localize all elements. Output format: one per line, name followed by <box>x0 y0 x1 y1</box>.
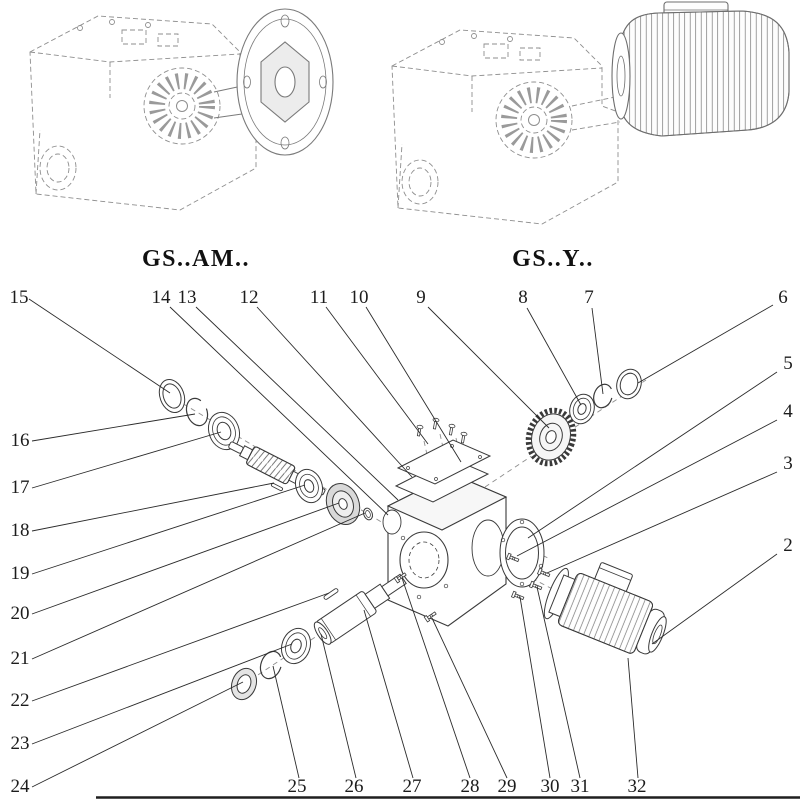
gearbox-am-rib-boss <box>149 73 215 139</box>
part-gear-9 <box>525 407 577 467</box>
part-gear-disk-20 <box>325 483 361 525</box>
part-seal-24 <box>230 667 258 701</box>
model-label-y: GS..Y.. <box>512 246 594 272</box>
callout-22: 22 <box>11 690 30 711</box>
callout-9: 9 <box>416 287 426 308</box>
callout-2: 2 <box>783 535 793 556</box>
callout-17: 17 <box>11 477 30 498</box>
motor-exploded <box>543 562 667 655</box>
callout-10: 10 <box>350 287 369 308</box>
part-bearing-17 <box>207 411 241 451</box>
gearbox-y-drawing <box>391 29 621 225</box>
part-output-shaft <box>313 573 407 645</box>
callout-29: 29 <box>498 776 517 797</box>
callout-5: 5 <box>783 353 793 374</box>
motor-front-flange <box>611 32 631 120</box>
gearbox-am-drawing <box>29 15 257 211</box>
callout-32: 32 <box>628 776 647 797</box>
callout-4: 4 <box>783 401 793 422</box>
callout-6: 6 <box>778 287 788 308</box>
gearbox-y-rib-boss <box>501 87 567 153</box>
housing-output-bore <box>399 531 449 589</box>
callout-16: 16 <box>11 430 30 451</box>
callout-12: 12 <box>240 287 259 308</box>
part-bearing-19 <box>294 468 324 504</box>
callout-20: 20 <box>11 603 30 624</box>
callout-7: 7 <box>584 287 594 308</box>
housing-input-boss <box>382 509 402 535</box>
callout-30: 30 <box>541 776 560 797</box>
part-key-18 <box>270 482 284 492</box>
callout-15: 15 <box>10 287 29 308</box>
part-circlip-16 <box>185 397 209 427</box>
callout-numbers: 15 14 13 12 11 10 9 8 7 6 5 4 3 2 16 17 … <box>10 287 794 797</box>
callout-21: 21 <box>11 648 30 669</box>
callout-3: 3 <box>783 453 793 474</box>
callout-24: 24 <box>11 776 31 797</box>
callout-13: 13 <box>178 287 197 308</box>
motor-cooling-fins <box>619 10 790 137</box>
gearbox-housing <box>382 473 508 627</box>
part-oring-21 <box>363 507 373 521</box>
callout-26: 26 <box>345 776 364 797</box>
part-ring-15 <box>158 379 186 413</box>
part-circlip-25 <box>259 650 283 680</box>
part-bearing-23 <box>280 627 312 665</box>
callout-11: 11 <box>310 287 328 308</box>
callout-19: 19 <box>11 563 30 584</box>
motor-y-drawing <box>611 1 790 137</box>
callout-18: 18 <box>11 520 30 541</box>
callout-28: 28 <box>461 776 480 797</box>
gearbox-am-output-flange <box>213 8 334 156</box>
leader-lines <box>28 298 778 788</box>
part-circlip-7 <box>593 383 613 409</box>
part-ring-6 <box>616 368 642 400</box>
callout-14: 14 <box>152 287 172 308</box>
callout-31: 31 <box>571 776 590 797</box>
housing-cover-assembly <box>394 439 492 503</box>
cover-plate <box>396 439 492 485</box>
part-key-22 <box>323 588 339 600</box>
callout-27: 27 <box>403 776 422 797</box>
callout-23: 23 <box>11 733 30 754</box>
part-screw-3 <box>537 567 551 579</box>
model-label-am: GS..AM.. <box>142 246 250 272</box>
part-bearing-8 <box>569 393 595 425</box>
part-screw-30 <box>511 590 525 602</box>
callout-25: 25 <box>288 776 307 797</box>
callout-8: 8 <box>518 287 528 308</box>
